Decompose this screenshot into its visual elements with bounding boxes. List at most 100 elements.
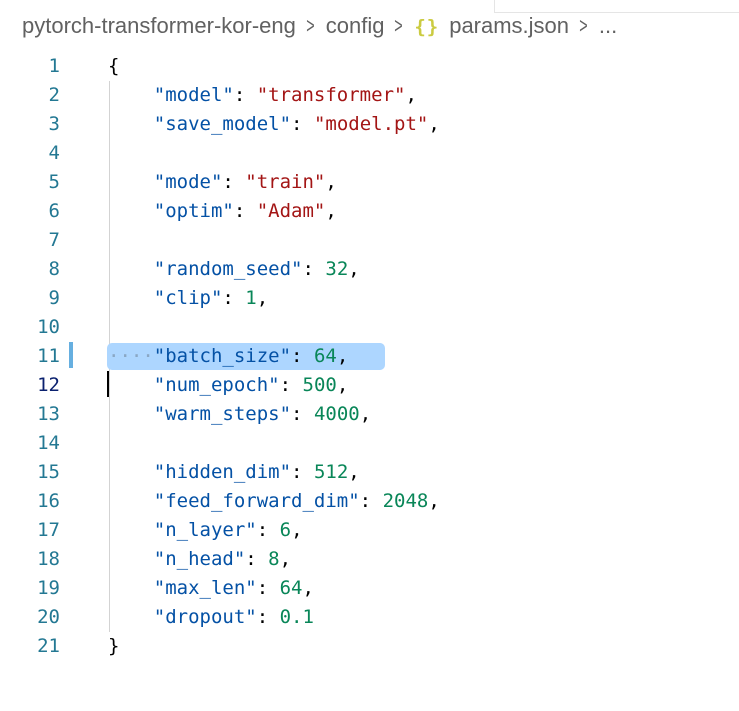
chevron-right-icon: > [306, 13, 315, 38]
json-punctuation: , [325, 171, 337, 193]
json-key: "mode" [153, 171, 223, 193]
code-line[interactable]: 7 [0, 226, 739, 255]
code-text: "feed_forward_dim": 2048, [108, 487, 440, 516]
json-number-value: 500 [302, 374, 337, 396]
json-number-value: 0.1 [279, 606, 314, 628]
code-line[interactable]: 18 "n_head": 8, [0, 545, 739, 574]
line-number: 13 [37, 403, 60, 425]
line-number: 2 [48, 84, 60, 106]
text-cursor [107, 371, 109, 397]
selection-highlight [107, 343, 385, 370]
json-key: "n_layer" [153, 519, 257, 541]
code-line[interactable]: 20 "dropout": 0.1 [0, 603, 739, 632]
json-number-value: 6 [279, 519, 292, 541]
json-key: "clip" [153, 287, 223, 309]
json-key: "dropout" [153, 606, 257, 628]
json-punctuation: : [291, 403, 314, 425]
code-line[interactable]: 2 "model": "transformer", [0, 81, 739, 110]
code-text: "optim": "Adam", [108, 197, 337, 226]
json-key: "warm_steps" [153, 403, 292, 425]
code-text: "save_model": "model.pt", [108, 110, 440, 139]
indent-whitespace [108, 171, 154, 193]
json-punctuation: : [222, 171, 246, 193]
indent-whitespace [108, 548, 154, 570]
indent-whitespace [108, 287, 154, 309]
breadcrumb-item-file[interactable]: {}params.json [414, 13, 569, 39]
code-line[interactable]: 17 "n_layer": 6, [0, 516, 739, 545]
breadcrumb-item-project[interactable]: pytorch-transformer-kor-eng [22, 13, 296, 38]
json-number-value: 64 [313, 345, 337, 367]
code-line[interactable]: 4 [0, 139, 739, 168]
json-key: "optim" [153, 200, 234, 222]
code-text: "hidden_dim": 512, [108, 458, 360, 487]
line-number: 7 [48, 229, 60, 251]
gutter-modified-indicator [69, 342, 73, 368]
json-punctuation: : [233, 200, 257, 222]
json-string-value: "train" [245, 171, 326, 193]
json-number-value: 512 [313, 461, 349, 483]
indent-whitespace [108, 461, 154, 483]
json-key: "max_len" [153, 577, 257, 599]
code-line[interactable]: 5 "mode": "train", [0, 168, 739, 197]
json-punctuation: : [222, 287, 246, 309]
line-number: 21 [37, 635, 60, 657]
code-line[interactable]: 9 "clip": 1, [0, 284, 739, 313]
code-line[interactable]: 15 "hidden_dim": 512, [0, 458, 739, 487]
json-punctuation: } [108, 635, 120, 657]
code-text: { [108, 52, 119, 81]
line-number: 20 [37, 606, 60, 628]
code-line[interactable]: 13 "warm_steps": 4000, [0, 400, 739, 429]
json-number-value: 4000 [313, 403, 360, 425]
whitespace-markers: ···· [108, 345, 154, 367]
breadcrumb-item-symbols[interactable]: ... [598, 13, 618, 38]
code-text: "clip": 1, [108, 284, 268, 313]
breadcrumb-item-folder[interactable]: config [325, 13, 385, 38]
json-key: "model" [153, 84, 234, 106]
json-string-value: "transformer" [256, 84, 406, 106]
line-number: 5 [48, 171, 60, 193]
code-line[interactable]: 10 [0, 313, 739, 342]
indent-whitespace [108, 403, 154, 425]
indent-whitespace [108, 113, 154, 135]
code-line[interactable]: 16 "feed_forward_dim": 2048, [0, 487, 739, 516]
code-line[interactable]: 8 "random_seed": 32, [0, 255, 739, 284]
json-key: "random_seed" [153, 258, 303, 280]
json-punctuation: : [256, 519, 280, 541]
json-punctuation: : [302, 258, 326, 280]
json-punctuation: , [348, 461, 360, 483]
line-number: 16 [37, 490, 60, 512]
indent-whitespace [108, 84, 154, 106]
json-punctuation: , [302, 577, 314, 599]
code-editor[interactable]: 1{2 "model": "transformer",3 "save_model… [0, 52, 739, 662]
line-number: 11 [37, 345, 60, 367]
code-line[interactable]: 12 "num_epoch": 500, [0, 371, 739, 400]
indent-whitespace [108, 577, 154, 599]
line-number: 4 [48, 142, 60, 164]
code-line[interactable]: 21} [0, 632, 739, 661]
code-line[interactable]: 6 "optim": "Adam", [0, 197, 739, 226]
json-punctuation: , [256, 287, 269, 309]
json-string-value: "Adam" [256, 200, 326, 222]
code-line[interactable]: 19 "max_len": 64, [0, 574, 739, 603]
code-line[interactable]: 1{ [0, 52, 739, 81]
indent-whitespace [108, 258, 154, 280]
code-line[interactable]: 11····"batch_size": 64, [0, 342, 739, 371]
json-punctuation: : [291, 113, 314, 135]
code-text: "dropout": 0.1 [108, 603, 314, 632]
json-punctuation: , [279, 548, 292, 570]
json-punctuation: , [325, 200, 337, 222]
json-punctuation: : [245, 548, 269, 570]
code-text: "n_head": 8, [108, 545, 291, 574]
json-punctuation: , [336, 345, 349, 367]
json-punctuation: , [348, 258, 360, 280]
breadcrumb-file-label: params.json [449, 13, 570, 38]
code-line[interactable]: 3 "save_model": "model.pt", [0, 110, 739, 139]
json-key: "feed_forward_dim" [153, 490, 360, 512]
line-number: 9 [48, 287, 60, 309]
json-key: "batch_size" [153, 345, 292, 367]
json-punctuation: , [359, 403, 372, 425]
code-text: "warm_steps": 4000, [108, 400, 371, 429]
line-number: 10 [37, 316, 60, 338]
line-number: 6 [48, 200, 60, 222]
code-line[interactable]: 14 [0, 429, 739, 458]
